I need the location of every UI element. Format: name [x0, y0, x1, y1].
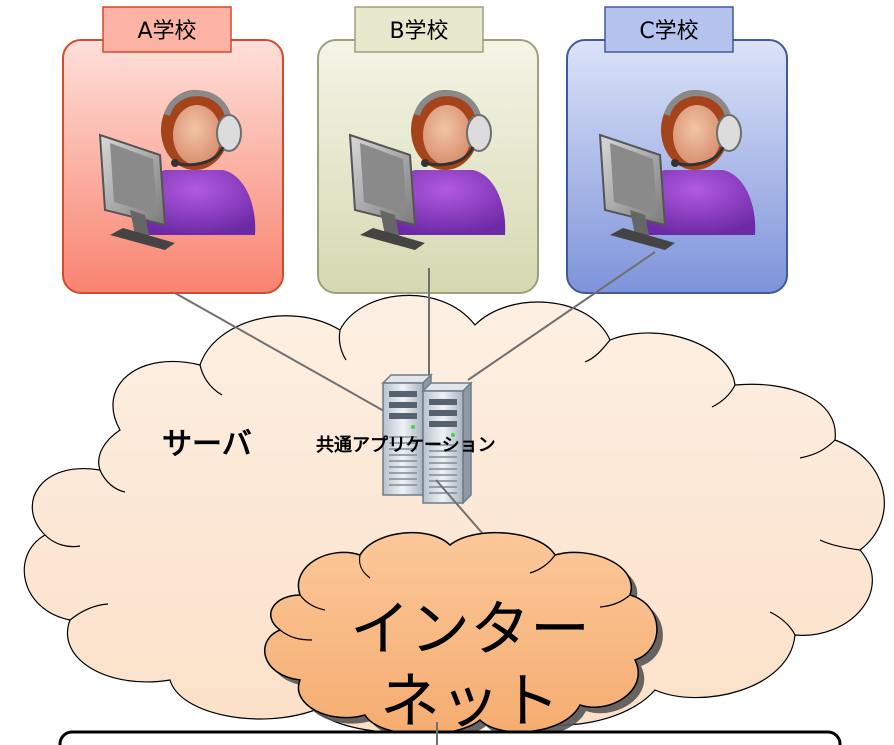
- link-a-server: [174, 292, 401, 421]
- school-tag-b: [354, 6, 484, 53]
- school-label-a: A学校: [137, 19, 196, 44]
- school-label-b: B学校: [389, 19, 448, 44]
- link-c-server: [467, 251, 656, 381]
- common-application-label: 共通アプリケーション: [316, 434, 496, 456]
- school-panel-a: A学校: [62, 6, 284, 294]
- bottom-panel: [58, 730, 842, 745]
- internet-cloud: [264, 531, 663, 741]
- school-panel-b: B学校: [317, 6, 539, 294]
- school-tag-c: [604, 6, 734, 53]
- server-label: サーバ: [162, 427, 252, 462]
- school-tag-a: [102, 6, 232, 53]
- internet-label-line2: ネット: [380, 667, 560, 737]
- link-server-internet: [435, 479, 491, 543]
- school-panel-c: C学校: [566, 6, 788, 294]
- server-cloud: [23, 294, 885, 734]
- internet-label-line1: インター: [350, 595, 590, 665]
- school-label-c: C学校: [639, 19, 698, 44]
